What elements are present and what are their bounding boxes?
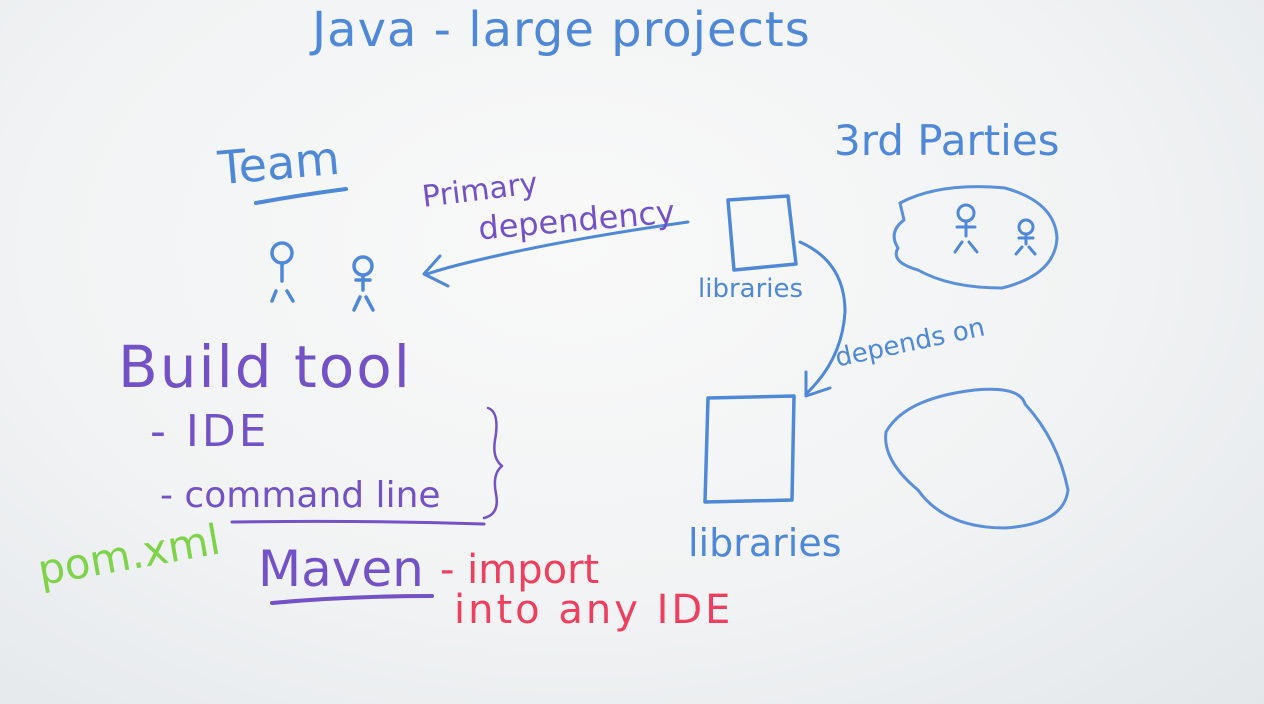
libraries-bottom-label: libraries — [688, 521, 842, 565]
team-underline — [254, 187, 348, 205]
third-parties-cloud — [892, 185, 1059, 290]
command-line-underline — [230, 519, 486, 526]
maven-underline — [270, 594, 434, 605]
maven-label: Maven — [258, 540, 424, 598]
team-member-figure-1 — [270, 241, 295, 303]
third-parties-label: 3rd Parties — [834, 116, 1060, 165]
third-party-figure-2 — [1014, 218, 1037, 256]
libraries-top-label: libraries — [698, 274, 804, 304]
third-parties-blob-bottom — [884, 387, 1070, 530]
build-tool-brace — [482, 406, 504, 520]
third-party-figure-1 — [953, 203, 979, 254]
team-member-figure-2 — [352, 255, 375, 312]
primary-dependency-arrow — [422, 220, 690, 288]
depends-on-arrow — [798, 240, 847, 398]
build-tool-heading: Build tool — [118, 333, 412, 401]
maven-note-line2: into any IDE — [454, 587, 734, 633]
build-tool-item-command-line: - command line — [160, 475, 441, 516]
library-box-bottom — [703, 394, 796, 504]
maven-note-line1: - import — [440, 547, 600, 593]
team-label: Team — [215, 130, 342, 196]
library-box-top — [726, 194, 798, 272]
board-title: Java - large projects — [312, 2, 811, 58]
build-tool-item-ide: - IDE — [150, 406, 270, 457]
